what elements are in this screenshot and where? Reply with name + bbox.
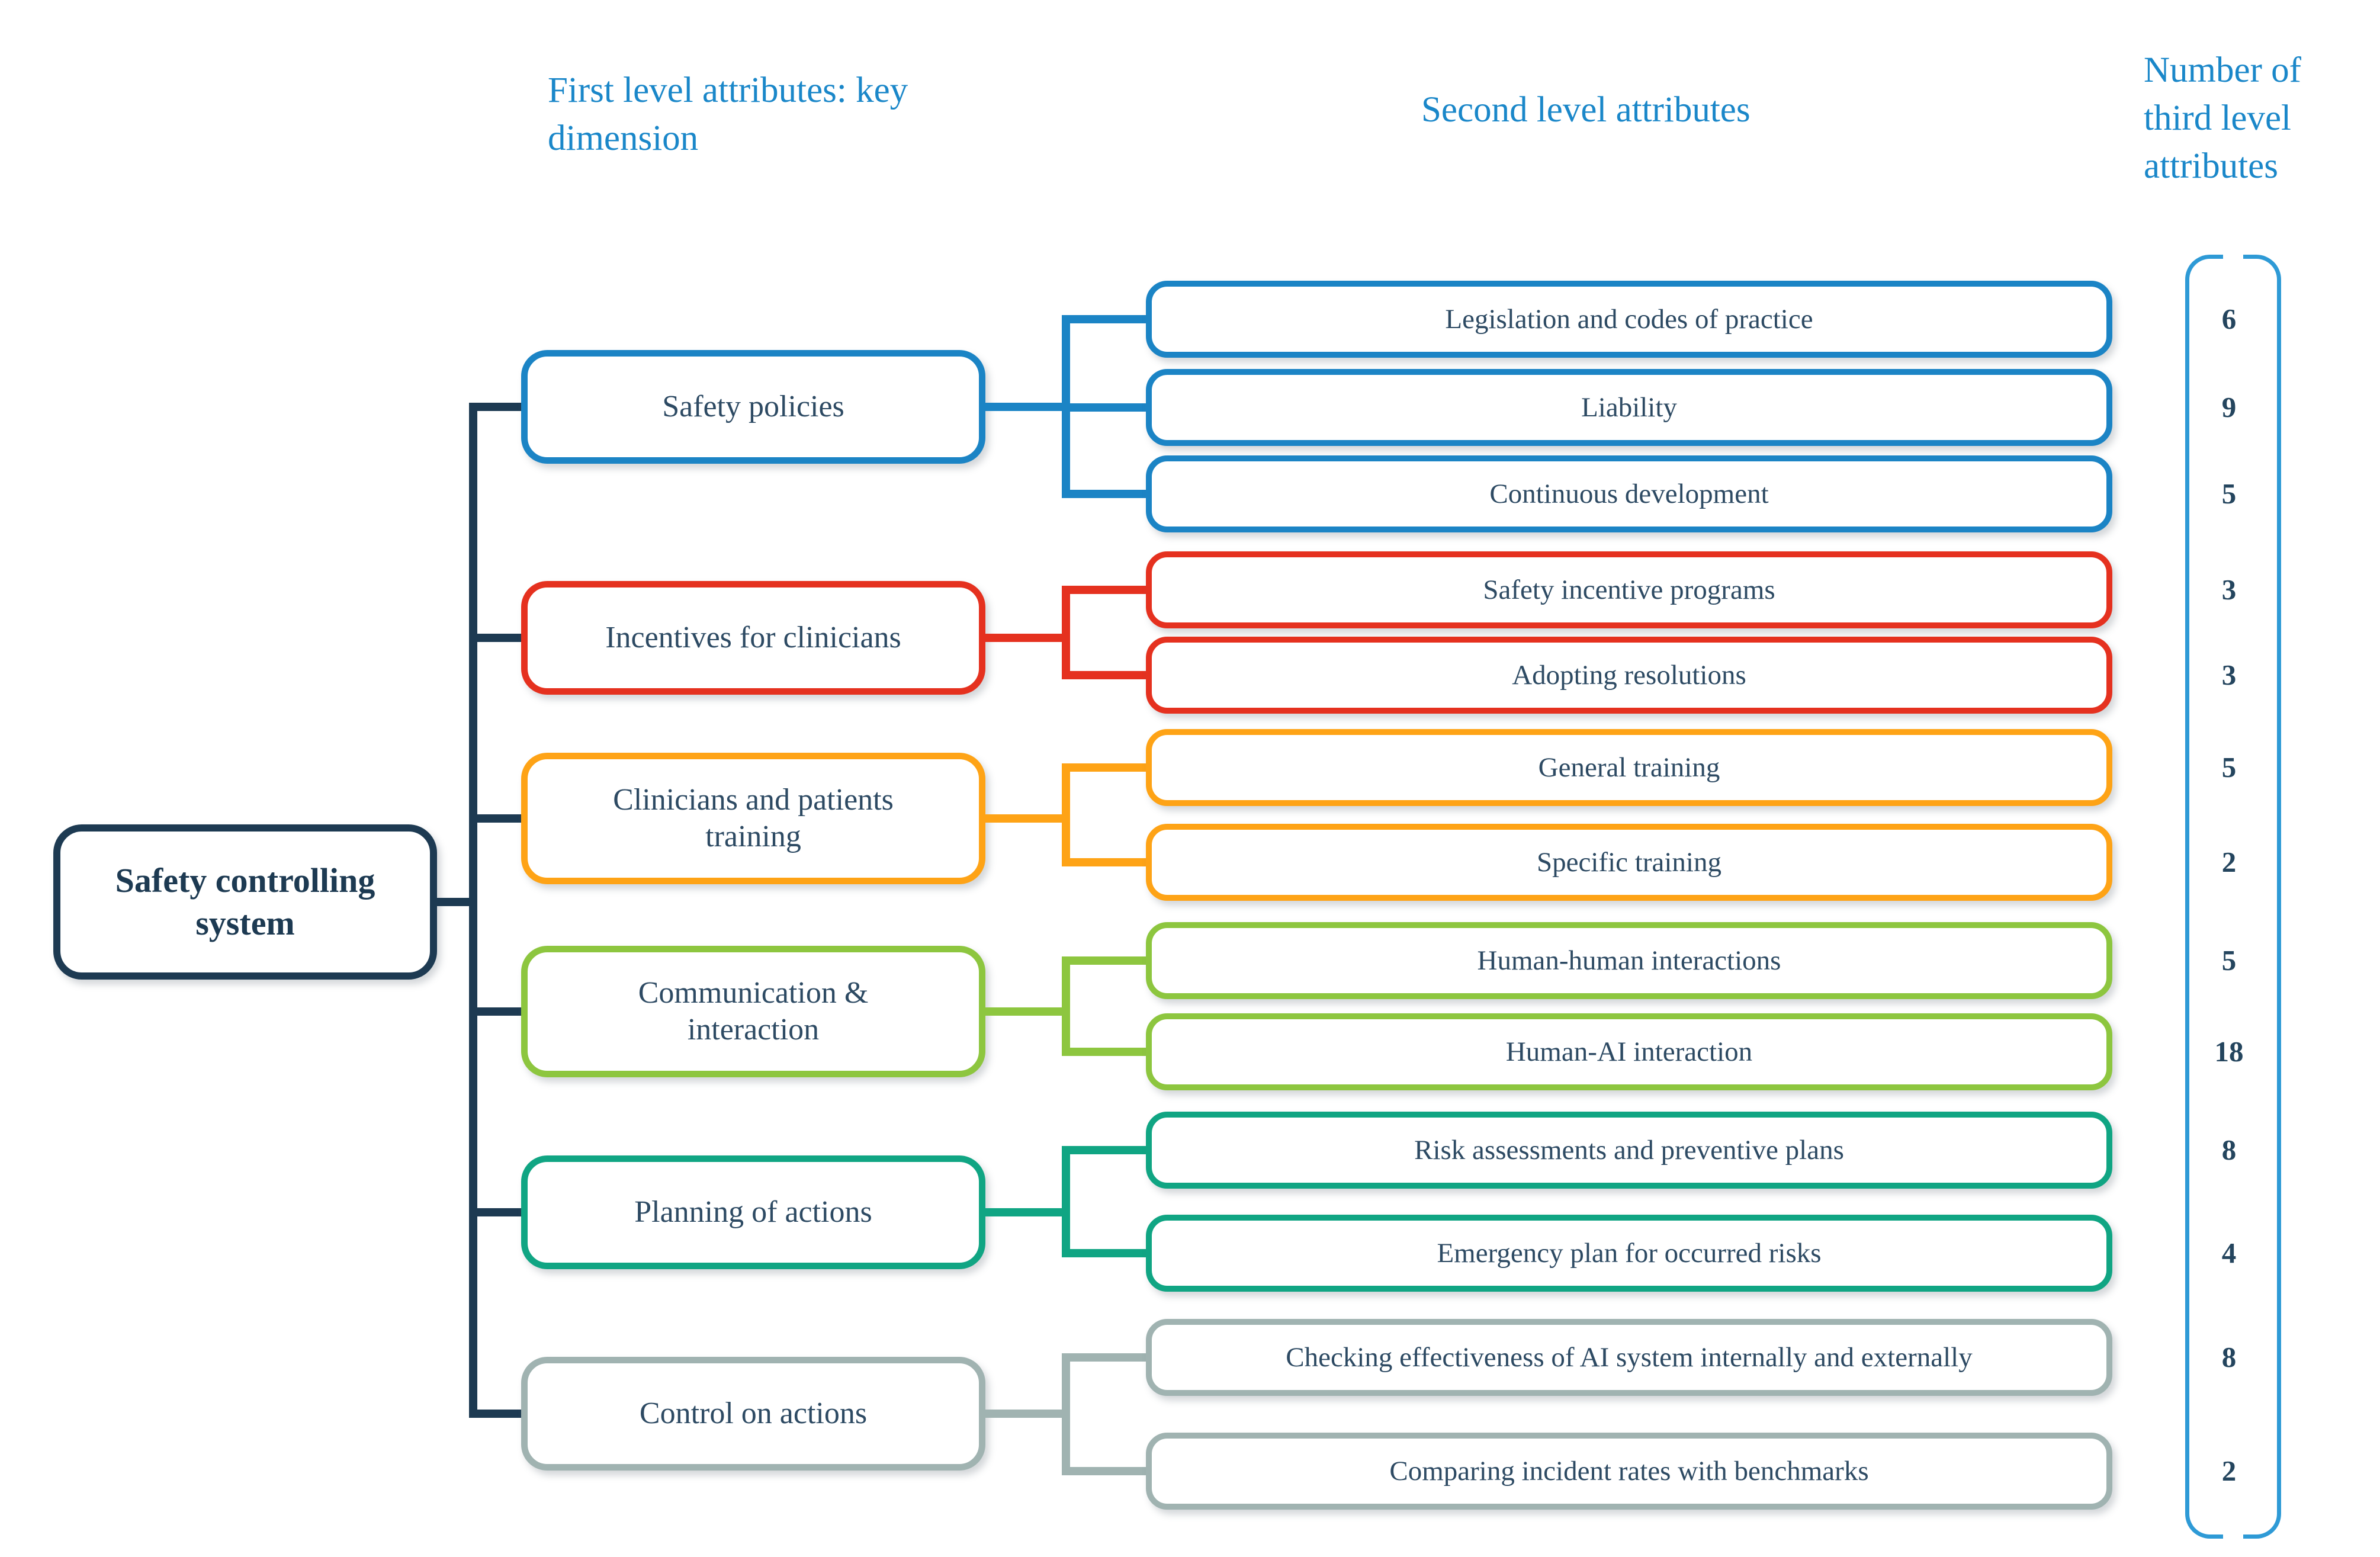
connector-trunk bbox=[469, 403, 477, 1418]
count-badge-human-ai: 18 bbox=[2214, 1035, 2244, 1068]
second-level-node-adopting-resolutions: Adopting resolutions bbox=[1146, 637, 2112, 714]
connector-to-checking-effectiveness bbox=[1062, 1353, 1146, 1362]
connector-to-human-human bbox=[1062, 956, 1146, 965]
second-level-node-comparing-incident-rates: Comparing incident rates with benchmarks bbox=[1146, 1433, 2112, 1510]
connector-to-specific-training bbox=[1062, 858, 1146, 866]
first-level-node-control-on-actions: Control on actions bbox=[521, 1357, 985, 1471]
second-level-node-human-ai-interaction: Human-AI interaction bbox=[1146, 1013, 2112, 1090]
connector-trunk-to-planning bbox=[473, 1208, 525, 1216]
header-number-third-level-attributes: Number of third level attributes bbox=[2144, 50, 2301, 187]
connector-incentives-out bbox=[980, 634, 1070, 642]
second-level-node-checking-effectiveness: Checking effectiveness of AI system inte… bbox=[1146, 1319, 2112, 1396]
second-level-node-continuous-development: Continuous development bbox=[1146, 455, 2112, 532]
second-level-node-liability: Liability bbox=[1146, 369, 2112, 446]
connector-to-continuous-development bbox=[1062, 490, 1146, 498]
connector-to-comparing-incident-rates bbox=[1062, 1467, 1146, 1475]
bracket-right bbox=[2243, 255, 2281, 1539]
connector-planning-branch bbox=[1062, 1146, 1070, 1257]
connector-training-out bbox=[980, 814, 1070, 823]
connector-to-safety-incentive-programs bbox=[1062, 586, 1146, 594]
connector-to-adopting-resolutions bbox=[1062, 671, 1146, 679]
connector-to-general-training bbox=[1062, 763, 1146, 772]
count-badge-specific-training: 2 bbox=[2221, 846, 2237, 878]
count-badge-safety-incentive-programs: 3 bbox=[2221, 573, 2237, 606]
second-level-node-risk-assessments: Risk assessments and preventive plans bbox=[1146, 1112, 2112, 1189]
connector-root-to-trunk bbox=[432, 898, 474, 906]
count-badge-emergency-plan: 4 bbox=[2221, 1237, 2237, 1269]
header-first-level-attributes: First level attributes: key dimension bbox=[548, 70, 908, 159]
connector-to-risk-assessments bbox=[1062, 1146, 1146, 1154]
first-level-node-clinicians-patients-training: Clinicians and patients training bbox=[521, 753, 985, 884]
count-badge-checking-effectiveness: 8 bbox=[2221, 1341, 2237, 1373]
second-level-node-emergency-plan: Emergency plan for occurred risks bbox=[1146, 1215, 2112, 1292]
root-node-safety-controlling-system: Safety controlling system bbox=[53, 824, 437, 980]
connector-to-emergency-plan bbox=[1062, 1249, 1146, 1257]
connector-communication-branch bbox=[1062, 956, 1070, 1056]
second-level-node-legislation: Legislation and codes of practice bbox=[1146, 281, 2112, 358]
connector-training-branch bbox=[1062, 763, 1070, 866]
connector-trunk-to-communication bbox=[473, 1007, 525, 1016]
count-badge-comparing-incident-rates: 2 bbox=[2221, 1455, 2237, 1487]
count-badge-adopting-resolutions: 3 bbox=[2221, 659, 2237, 691]
connector-trunk-to-control bbox=[473, 1410, 525, 1418]
connector-control-out bbox=[980, 1410, 1070, 1418]
count-badge-liability: 9 bbox=[2221, 391, 2237, 423]
second-level-node-safety-incentive-programs: Safety incentive programs bbox=[1146, 551, 2112, 628]
header-second-level-attributes: Second level attributes bbox=[1421, 90, 1751, 130]
count-badge-general-training: 5 bbox=[2221, 751, 2237, 784]
bracket-left bbox=[2185, 255, 2223, 1539]
count-badge-continuous-development: 5 bbox=[2221, 477, 2237, 510]
first-level-node-safety-policies: Safety policies bbox=[521, 350, 985, 464]
count-badge-human-human: 5 bbox=[2221, 944, 2237, 977]
connector-to-liability bbox=[1062, 403, 1146, 412]
first-level-node-communication-interaction: Communication & interaction bbox=[521, 946, 985, 1077]
connector-trunk-to-safety-policies bbox=[473, 403, 525, 411]
second-level-node-human-human-interactions: Human-human interactions bbox=[1146, 922, 2112, 999]
connector-safety-policies-out bbox=[980, 403, 1070, 411]
connector-incentives-branch bbox=[1062, 586, 1070, 679]
second-level-node-specific-training: Specific training bbox=[1146, 824, 2112, 901]
first-level-node-planning-of-actions: Planning of actions bbox=[521, 1155, 985, 1269]
connector-control-branch bbox=[1062, 1353, 1070, 1475]
connector-planning-out bbox=[980, 1208, 1070, 1216]
connector-to-legislation bbox=[1062, 315, 1146, 323]
second-level-node-general-training: General training bbox=[1146, 729, 2112, 806]
connector-to-human-ai bbox=[1062, 1048, 1146, 1056]
connector-trunk-to-incentives bbox=[473, 634, 525, 642]
count-badge-risk-assessments: 8 bbox=[2221, 1134, 2237, 1166]
connector-communication-out bbox=[980, 1007, 1070, 1016]
connector-trunk-to-training bbox=[473, 814, 525, 823]
count-badge-legislation: 6 bbox=[2221, 303, 2237, 335]
first-level-node-incentives-for-clinicians: Incentives for clinicians bbox=[521, 581, 985, 695]
